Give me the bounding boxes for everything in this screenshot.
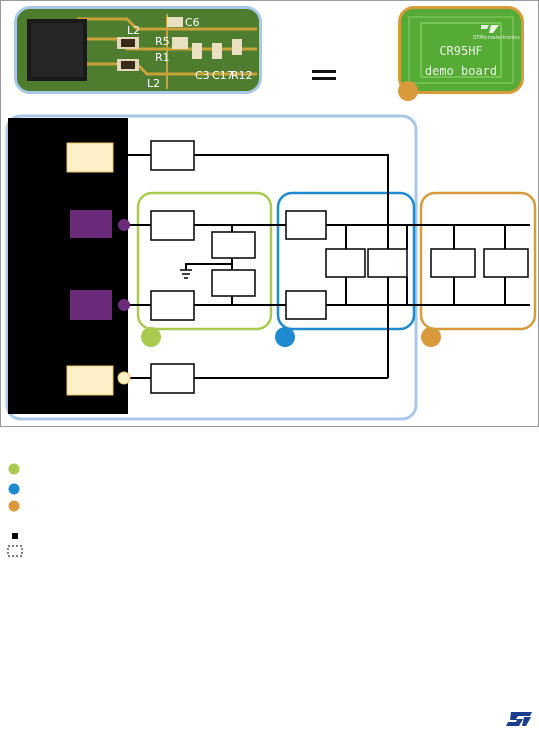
st-logo-icon [506,712,532,726]
orange-region [419,191,537,331]
component-box [211,269,256,297]
blue-region [276,191,416,331]
pin-dot-cream [117,371,131,385]
pin-top [66,142,114,173]
component-label: C3 [195,69,210,82]
component-box [483,248,529,278]
st-logo-icon [481,25,499,33]
board-subtitle: demo board [425,64,497,78]
component-box [150,140,195,171]
component-box [150,363,195,394]
demo-board-photo: STMicroelectronics CR95HF demo board [398,6,524,94]
pin-purple-1 [70,210,112,238]
component-box [285,290,327,320]
chip-closeup-photo: C6 L2 R5 R1 C3 C17 R12 L2 [14,6,262,94]
equivalence-sign [312,70,336,84]
pin-dot-purple [118,299,130,311]
green-region [136,191,273,331]
component-label: R5 [155,35,170,48]
component-box [430,248,476,278]
component-label: R1 [155,51,170,64]
wiring [128,154,530,379]
component-box [150,290,195,321]
pin-dot-purple [118,219,130,231]
pin-purple-2 [70,290,112,320]
board-logo-caption: STMicroelectronics [473,35,520,41]
blue-marker [275,327,295,347]
component-box [211,231,256,259]
component-label: R12 [231,69,253,82]
component-box [285,210,327,240]
component-label: C17 [212,69,234,82]
orange-marker [421,327,441,347]
component-label: L2 [127,24,140,37]
board-title: CR95HF [439,44,482,58]
component-label: L2 [147,77,160,90]
legend-filled-square [12,533,18,539]
component-box [150,210,195,241]
component-box [325,248,366,278]
legend-orange-dot [8,500,20,512]
board-marker [398,81,418,101]
legend-dashed-box [7,545,23,557]
legend-green-dot [8,463,20,475]
outer-blue-frame [5,114,418,421]
component-label: C6 [185,16,200,29]
ground-icon [180,269,192,279]
component-box [367,248,408,278]
green-marker [141,327,161,347]
pin-bottom [66,365,114,396]
legend-blue-dot [8,483,20,495]
